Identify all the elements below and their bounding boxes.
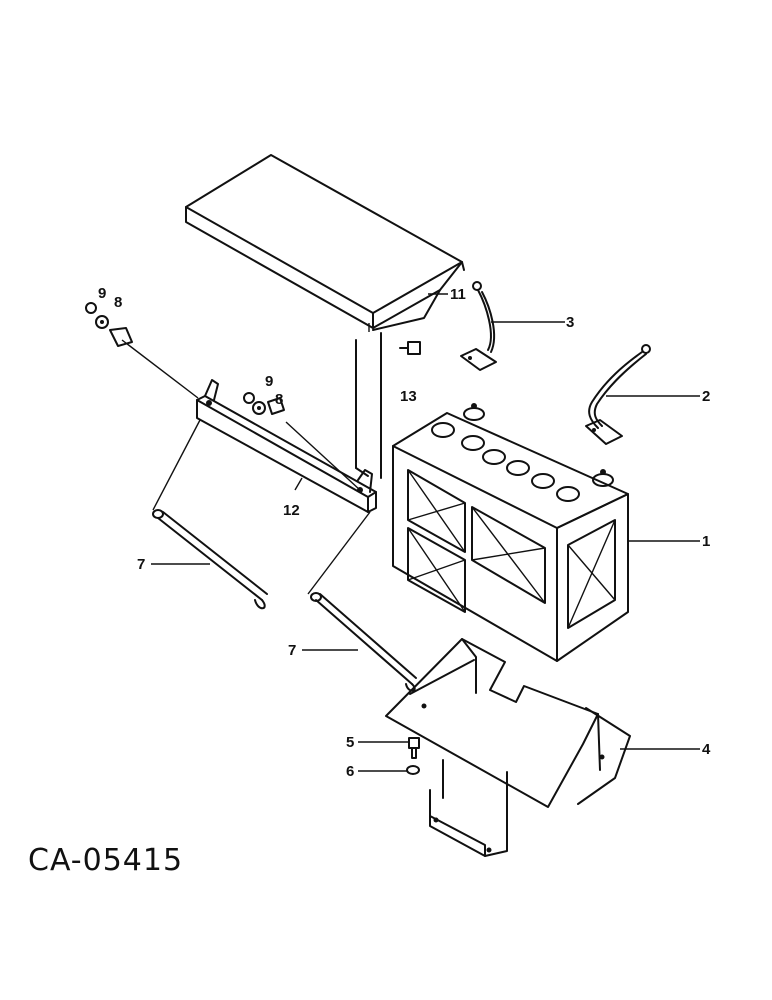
support-strap: [355, 332, 382, 479]
callout-8-lower: 8: [275, 391, 283, 408]
callouts: 1 2 3 4 5 6 7 7 8 8 9 9 11 12 13: [98, 285, 711, 780]
nut-washer-upper: [85, 302, 133, 347]
figure-code: CA-05415: [28, 843, 183, 878]
callout-3: 3: [566, 314, 574, 331]
callout-2: 2: [702, 388, 710, 405]
bolt-13: [399, 341, 421, 355]
callout-5: 5: [346, 734, 354, 751]
hold-down-rod-left: [152, 509, 268, 610]
battery-cable-short: [460, 281, 497, 371]
hold-down-bracket: [196, 379, 377, 513]
callout-13: 13: [400, 388, 417, 405]
callout-9-upper: 9: [98, 285, 106, 302]
callout-4: 4: [702, 741, 711, 758]
battery-tray: [385, 638, 631, 857]
guide-lines: [121, 339, 371, 595]
washer-6: [406, 765, 420, 775]
hold-down-rod-right: [310, 592, 417, 692]
callout-11: 11: [450, 286, 466, 303]
battery-vent-caps: [431, 403, 614, 502]
battery: [392, 403, 629, 662]
callout-8-upper: 8: [114, 294, 122, 311]
bolt-5: [408, 737, 420, 759]
battery-cable-long: [585, 344, 651, 445]
battery-cover: [185, 154, 465, 332]
nut-washer-lower: [243, 392, 285, 415]
callout-1: 1: [702, 533, 710, 550]
leader-lines: [151, 293, 700, 772]
callout-6: 6: [346, 763, 354, 780]
callout-9-lower: 9: [265, 373, 273, 390]
callout-7-right: 7: [288, 642, 296, 659]
callout-12: 12: [283, 502, 300, 519]
callout-7-left: 7: [137, 556, 145, 573]
